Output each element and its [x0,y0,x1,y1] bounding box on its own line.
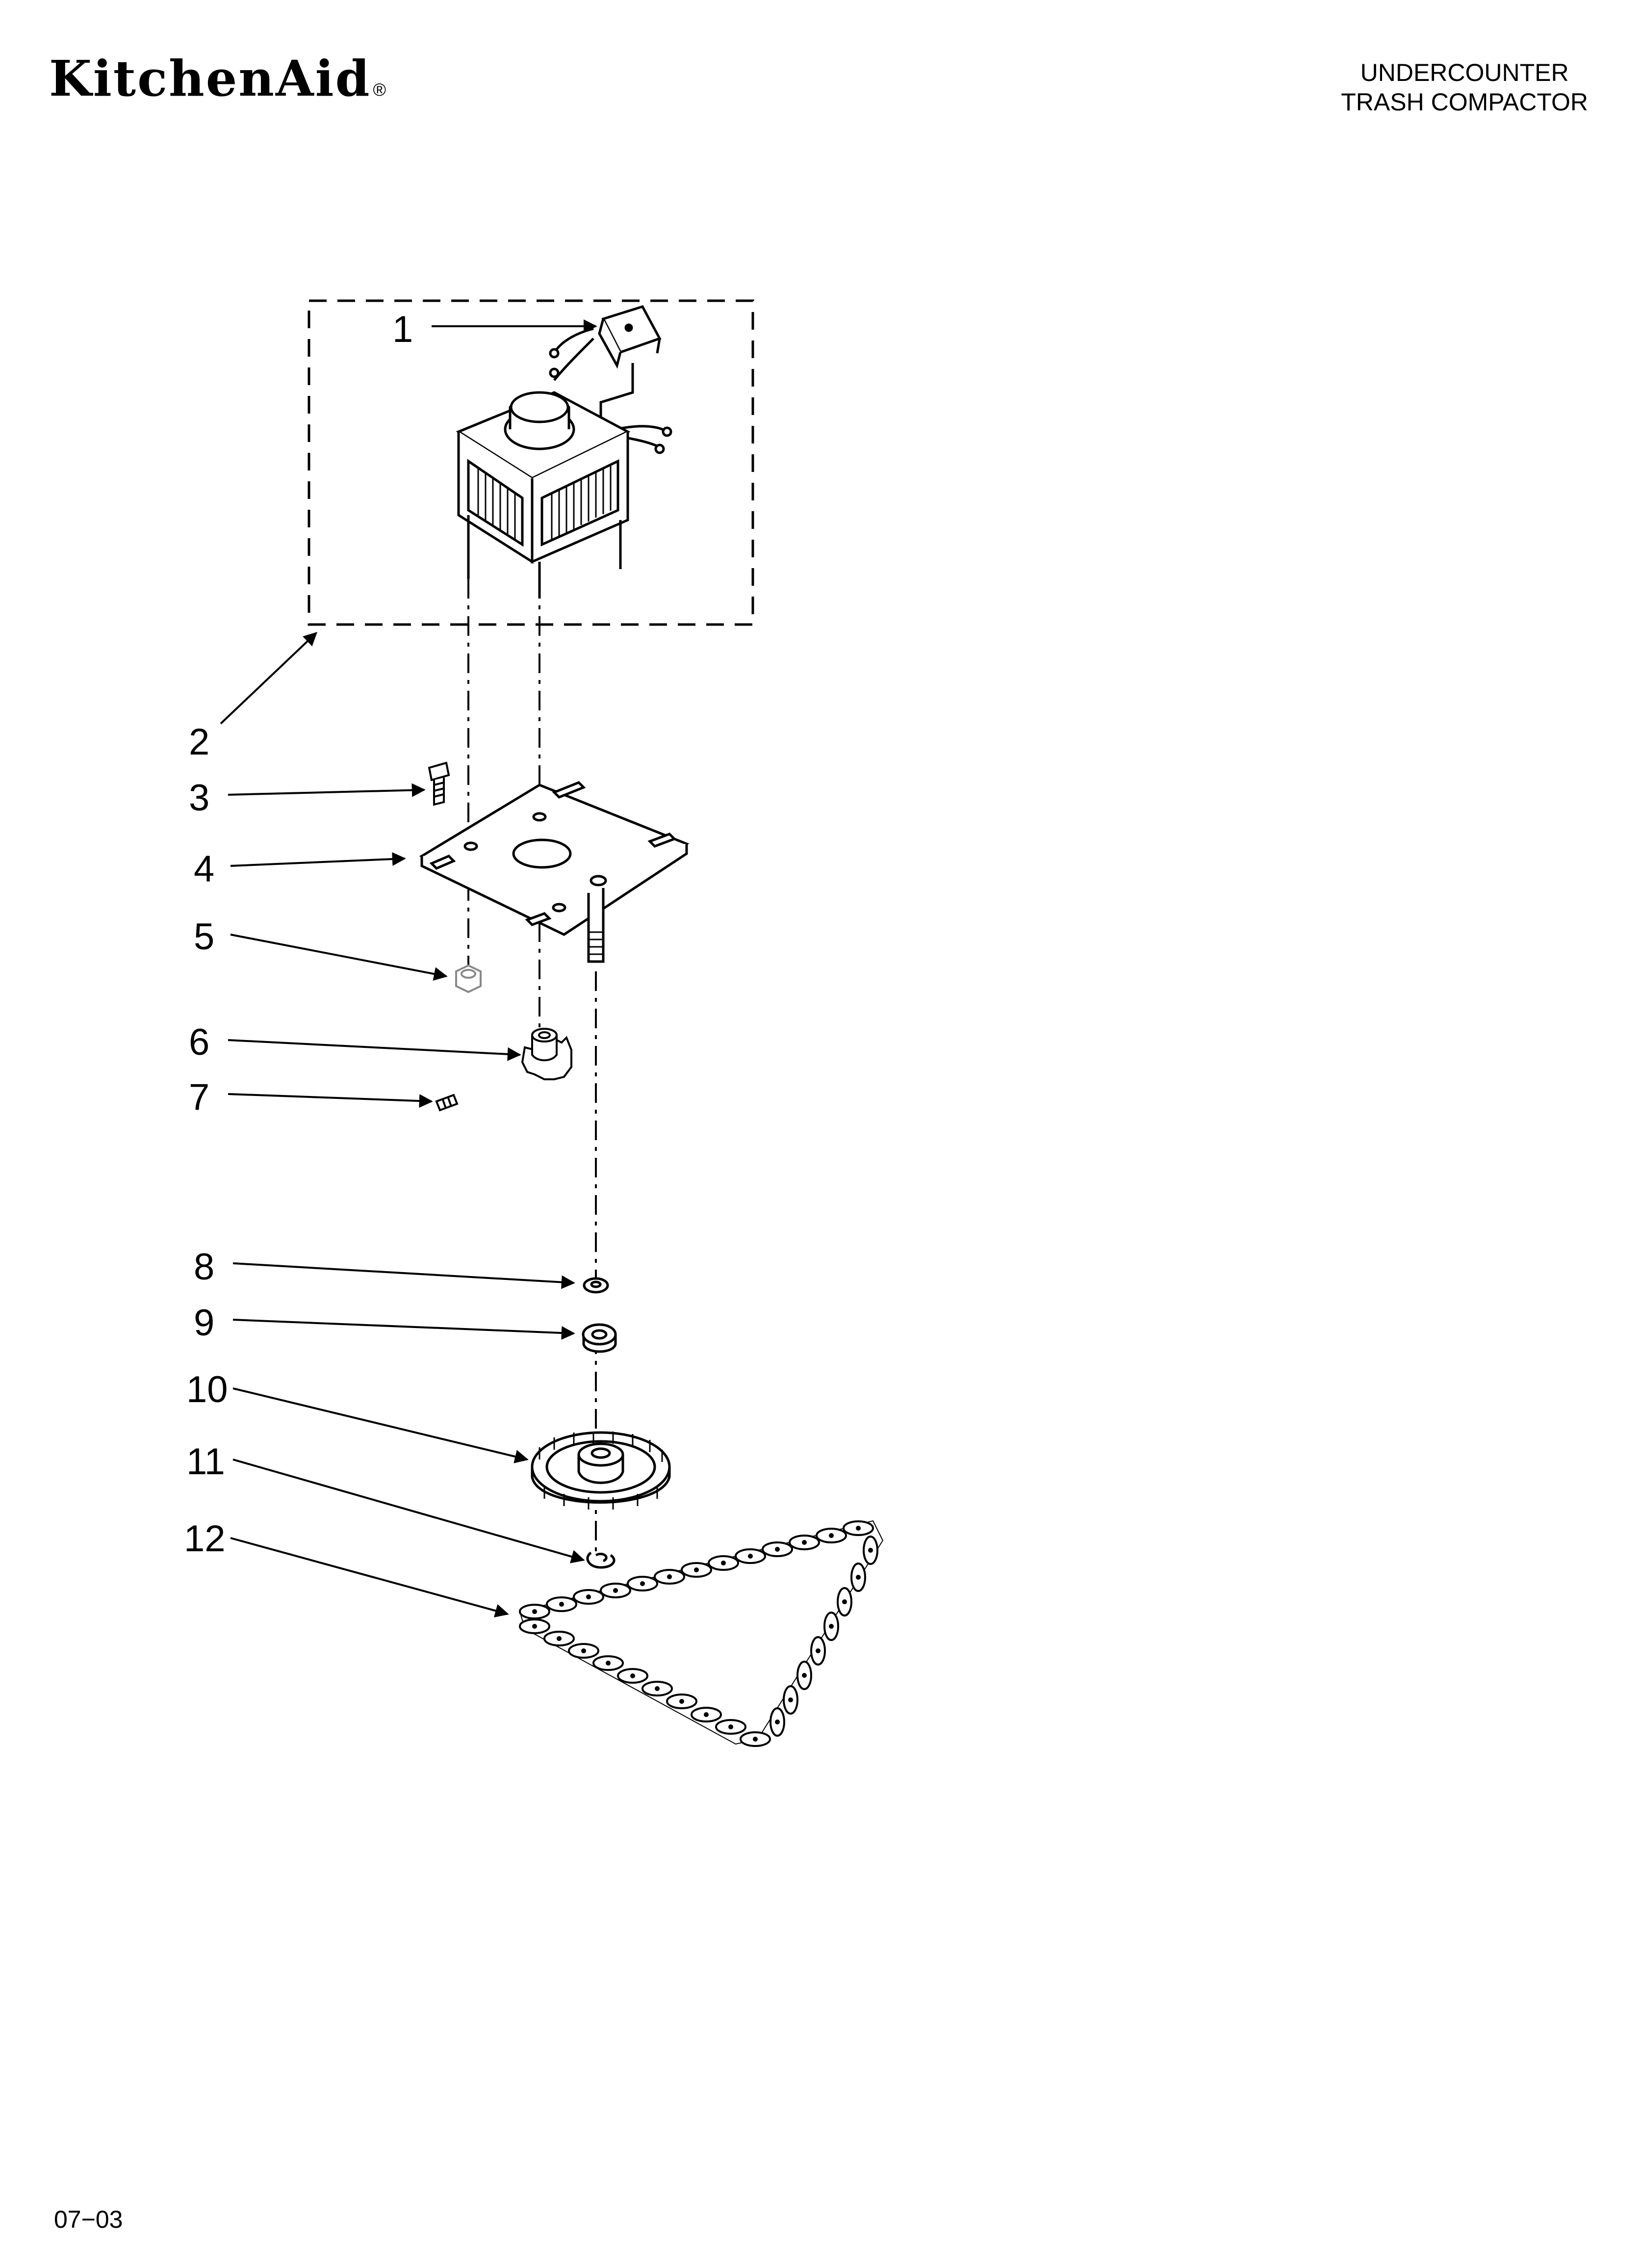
screw [428,761,450,806]
motor-assembly-boundary [308,299,754,626]
set-screw [435,1094,459,1112]
callout-11: 11 [186,1441,225,1483]
callout-2: 2 [189,721,209,763]
callout-6: 6 [189,1021,209,1063]
motor [456,391,631,599]
roller-chain [519,1520,884,1747]
title-line-1: UNDERCOUNTER [1360,59,1569,86]
callout-9: 9 [194,1302,214,1344]
pinion-gear [521,1028,572,1080]
page-title: UNDERCOUNTER TRASH COMPACTOR [1341,58,1588,117]
callout-10: 10 [186,1369,228,1410]
callout-1: 1 [392,309,413,350]
terminal-block [549,305,672,454]
snap-ring [586,1551,616,1569]
title-line-2: TRASH COMPACTOR [1341,88,1588,116]
registered-mark: ® [373,79,388,100]
bearing [582,1323,617,1353]
date-code: 07−03 [54,2206,123,2233]
mounting-plate [419,781,690,963]
callout-5: 5 [194,916,214,958]
sprocket [531,1431,671,1510]
callout-numbers: 1 2 3 4 5 6 7 8 9 10 11 12 [184,309,413,1560]
callout-7: 7 [189,1076,209,1118]
callout-8: 8 [194,1246,214,1288]
callout-12: 12 [184,1518,226,1560]
callout-3: 3 [189,777,209,819]
washer-small [583,1277,609,1294]
nut [455,964,482,993]
callout-4: 4 [194,848,214,890]
brand-name: KitchenAid [49,50,371,107]
leader-lines [220,319,597,1617]
kitchenaid-logo: KitchenAid® [49,54,387,103]
